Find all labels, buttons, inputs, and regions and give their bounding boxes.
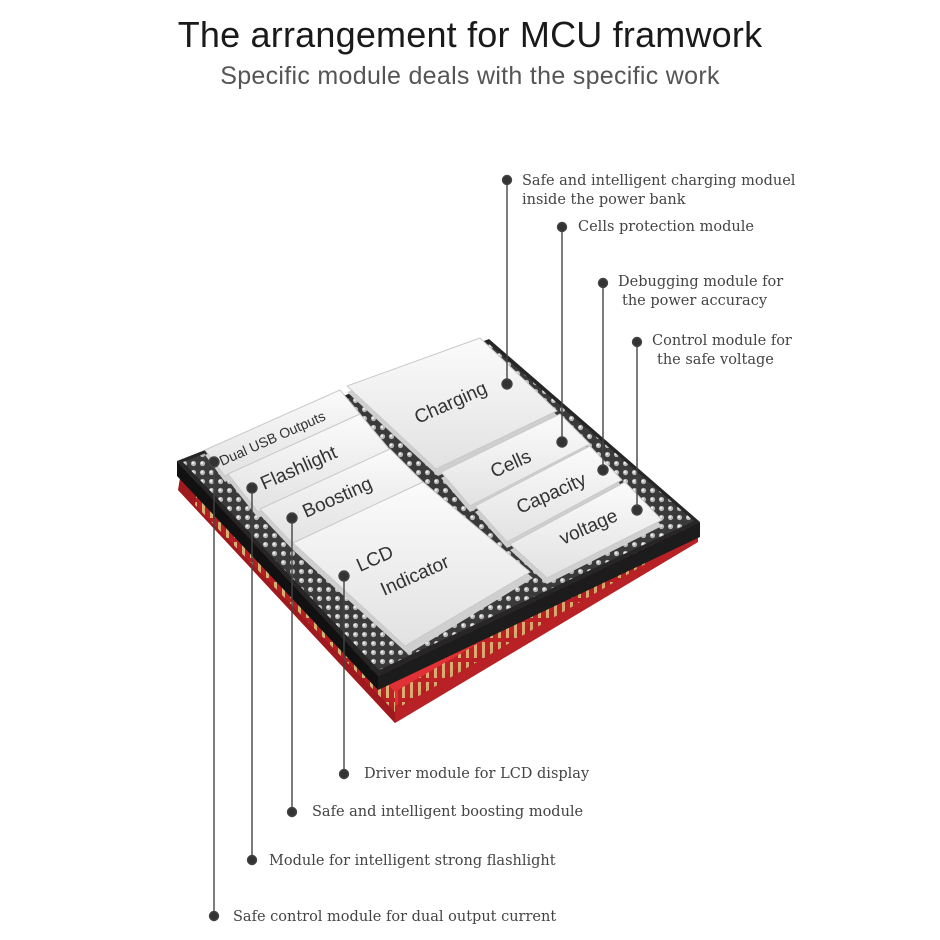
dot-capacity-chip [597,464,609,476]
leader-cells [556,221,568,448]
dot-voltage-chip [631,504,643,516]
leader-boosting [286,512,298,818]
leader-voltage [631,336,643,516]
callout-lcd: Driver module for LCD display [364,766,590,782]
chip-lcd-indicator: LCD Indicator [292,481,533,654]
dot-charging-top [501,174,513,186]
dot-boosting-bottom [286,806,298,818]
dot-voltage-top [631,336,643,348]
callout-capacity-line2: the power accuracy [622,293,768,309]
chip-modules: Dual USB Outputs Flashlight Boosting LCD… [204,337,663,654]
leader-lines [208,174,643,922]
callout-dual-usb: Safe control module for dual output curr… [233,909,556,925]
leader-capacity [597,277,609,476]
dot-lcd-chip [338,570,350,582]
callout-capacity-line1: Debugging module for [618,274,783,290]
dot-flashlight-bottom [246,854,258,866]
dot-capacity-top [597,277,609,289]
dot-dual-usb-bottom [208,910,220,922]
chip-voltage: voltage [509,481,663,584]
callout-texts: Safe and intelligent charging moduel ins… [233,173,796,925]
dot-cells-chip [556,436,568,448]
dot-flashlight-chip [246,482,258,494]
callout-charging-line2: inside the power bank [522,192,686,208]
callout-boosting: Safe and intelligent boosting module [312,804,583,820]
page-subtitle: Specific module deals with the specific … [220,62,720,90]
page-title: The arrangement for MCU framwork [177,14,763,55]
dot-dual-usb-chip [208,456,220,468]
dot-boosting-chip [286,512,298,524]
leader-flashlight [246,482,258,866]
callout-voltage-line2: the safe voltage [657,352,774,368]
leader-dual-usb [208,456,220,922]
callout-flashlight: Module for intelligent strong flashlight [269,853,556,869]
callout-charging-line1: Safe and intelligent charging moduel [522,173,796,189]
chip-capacity: Capacity [474,445,623,548]
chip-cells: Cells [440,413,591,512]
dot-charging-chip [501,378,513,390]
callout-cells: Cells protection module [578,219,754,235]
leader-lcd [338,570,350,780]
dot-lcd-bottom [338,768,350,780]
leader-charging [501,174,513,390]
callout-voltage-line1: Control module for [652,333,792,349]
dot-cells-top [556,221,568,233]
